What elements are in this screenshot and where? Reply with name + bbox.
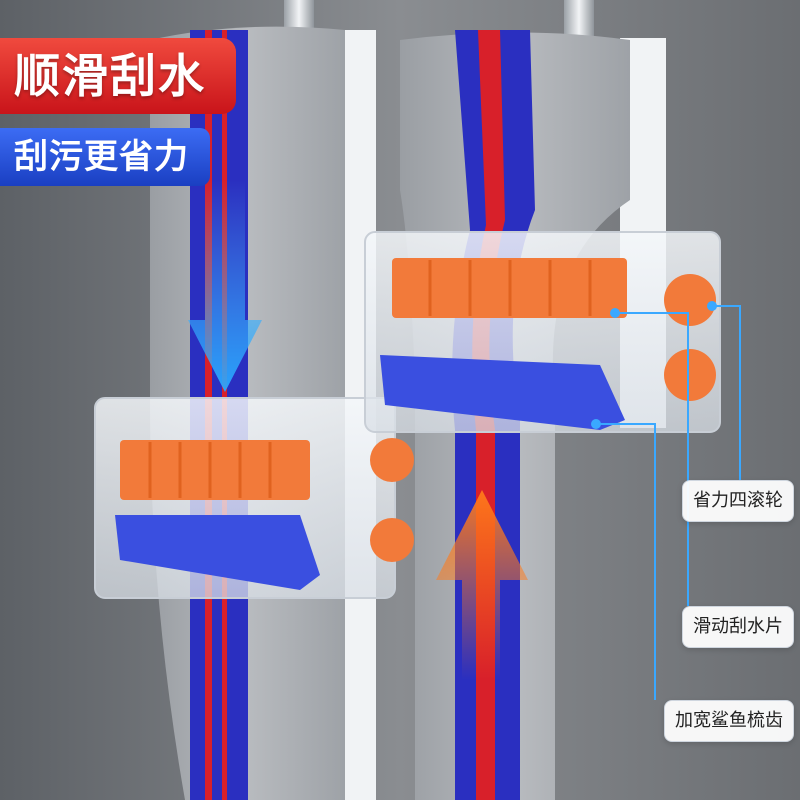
- callout-rollers: 省力四滚轮: [682, 480, 794, 522]
- left-orange-roller: [120, 440, 310, 500]
- left-roller-bottom: [370, 518, 414, 562]
- right-roller-top: [664, 274, 716, 326]
- callout-dot-comb: [591, 419, 601, 429]
- left-blue-squeegee: [115, 515, 320, 590]
- left-clip-assembly: [94, 397, 414, 599]
- right-blue-squeegee: [380, 355, 625, 430]
- arrow-down-icon: [188, 180, 262, 392]
- subheadline-banner: 刮污更省力: [0, 128, 210, 186]
- headline-banner: 顺滑刮水: [0, 38, 236, 114]
- left-roller-top: [370, 438, 414, 482]
- callout-dot-squeegee: [610, 308, 620, 318]
- callout-squeegee: 滑动刮水片: [682, 606, 794, 648]
- right-clip-assembly: [364, 231, 721, 433]
- arrow-up-icon: [436, 490, 528, 680]
- callout-comb: 加宽鲨鱼梳齿: [664, 700, 794, 742]
- right-mop-pole: [564, 0, 594, 40]
- right-roller-bottom: [664, 349, 716, 401]
- callout-dot-rollers: [707, 301, 717, 311]
